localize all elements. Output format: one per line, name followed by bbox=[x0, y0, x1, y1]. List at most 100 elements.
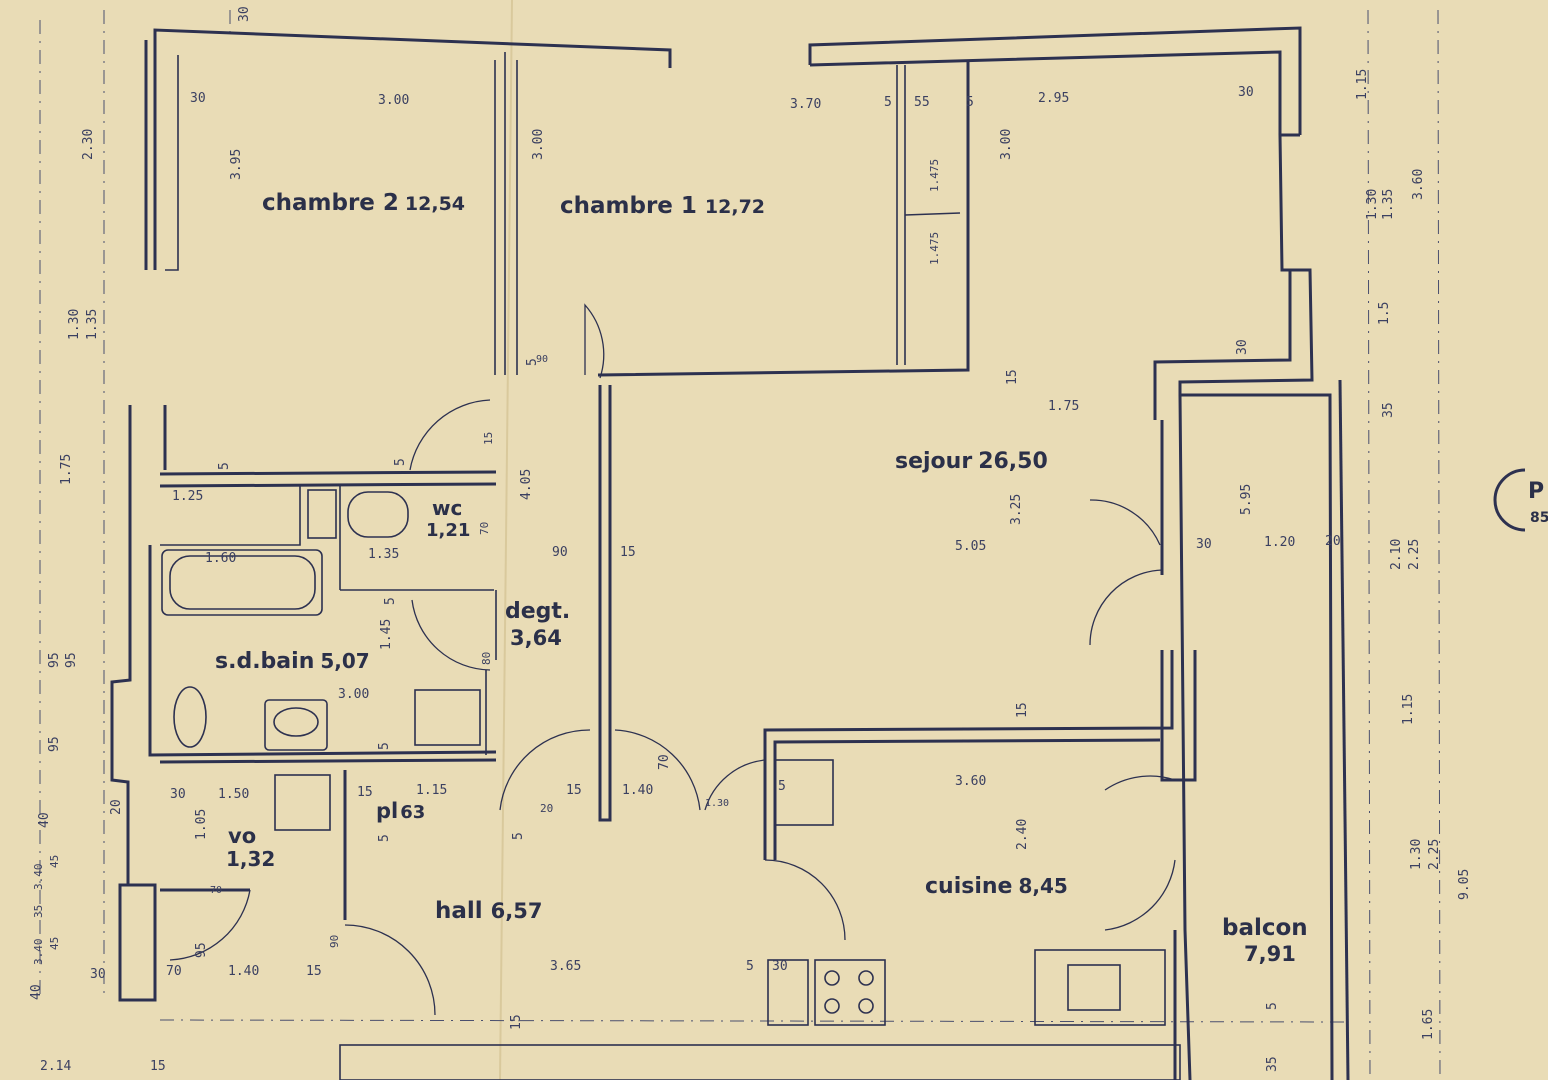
dim-label: 1.15 bbox=[1401, 694, 1416, 725]
water-heater-icon bbox=[274, 774, 331, 831]
dim-label: 5 bbox=[778, 779, 786, 794]
bidet-icon bbox=[173, 686, 207, 748]
room-vo-name: vo bbox=[228, 824, 256, 848]
kitchen-sink-icon bbox=[1034, 949, 1166, 1026]
dim-label: 5 bbox=[377, 742, 392, 750]
dim-label: 1.25 bbox=[172, 489, 203, 504]
dim-label: 3.00 bbox=[378, 93, 409, 108]
room-wc-area: 1,21 bbox=[426, 520, 470, 541]
dimension-lines bbox=[39, 9, 1441, 1080]
dim-label: 1.40 bbox=[622, 783, 653, 798]
dim-label: 3.25 bbox=[1009, 494, 1024, 525]
door-swings bbox=[169, 303, 1176, 1016]
dim-label: 70 bbox=[478, 522, 491, 535]
dim-label: 90 bbox=[552, 545, 568, 560]
dim-label: 40 bbox=[29, 984, 44, 1000]
dim-label: 45 bbox=[48, 937, 61, 950]
dim-label: 15 bbox=[482, 432, 495, 445]
fridge-icon bbox=[774, 759, 834, 826]
dim-label: 3.70 bbox=[790, 97, 821, 112]
dim-label: 2.14 bbox=[40, 1059, 71, 1074]
room-degt-name: degt. bbox=[505, 599, 570, 624]
dim-label: 15 bbox=[620, 545, 636, 560]
dim-label: 3.40 bbox=[32, 864, 45, 891]
dim-label: 95 bbox=[194, 942, 209, 958]
room-hall-area: 6,57 bbox=[491, 899, 543, 923]
svg-text:chambre 212,54: chambre 212,54 bbox=[262, 190, 465, 216]
dim-label: 30 bbox=[1235, 339, 1250, 355]
dim-label: 2.30 bbox=[81, 129, 96, 160]
dim-label: 30 bbox=[90, 967, 106, 982]
dim-label: 70 bbox=[210, 885, 222, 896]
dim-label: 5 bbox=[217, 462, 232, 470]
toilet-icon bbox=[347, 491, 409, 538]
dim-label: 2.25 bbox=[1407, 539, 1422, 570]
dim-label: 3.60 bbox=[1411, 169, 1426, 200]
dim-label: 35 bbox=[1381, 402, 1396, 418]
dim-label: 1.30 bbox=[1409, 839, 1424, 870]
dim-label: 3.40 bbox=[32, 939, 45, 966]
dim-label: 1.20 bbox=[1264, 535, 1295, 550]
dim-label: 5 bbox=[884, 95, 892, 110]
dim-label: 2.10 bbox=[1389, 539, 1404, 570]
dim-label: 90 bbox=[536, 354, 548, 365]
dim-label: 45 bbox=[48, 855, 61, 868]
sink-small-icon bbox=[307, 489, 337, 539]
dim-label: 95 bbox=[47, 652, 62, 668]
dim-label: 3.60 bbox=[955, 774, 986, 789]
dim-label: 5 bbox=[377, 834, 392, 842]
dim-label: 95 bbox=[47, 736, 62, 752]
dim-label: 1.475 bbox=[928, 159, 941, 192]
room-chambre2-area: 12,54 bbox=[405, 193, 465, 215]
dim-label: 5 bbox=[511, 832, 526, 840]
dim-label: 20 bbox=[1325, 534, 1341, 549]
dim-label: 1.35 bbox=[368, 547, 399, 562]
room-sdbain-area: 5,07 bbox=[320, 649, 369, 673]
dim-label: 40 bbox=[37, 812, 52, 828]
dim-label: 80 bbox=[480, 652, 493, 665]
room-balcon-area: 7,91 bbox=[1244, 942, 1296, 966]
paper-fold bbox=[499, 0, 513, 1080]
room-sejour-name: sejour bbox=[895, 449, 972, 474]
dim-label: 1.45 bbox=[379, 619, 394, 650]
dim-label: 55 bbox=[914, 95, 930, 110]
dim-label: 2.40 bbox=[1015, 819, 1030, 850]
room-sejour-area: 26,50 bbox=[978, 449, 1048, 474]
svg-text:chambre 112,72: chambre 112,72 bbox=[560, 193, 765, 219]
dim-label: 70 bbox=[657, 754, 672, 770]
room-chambre1-area: 12,72 bbox=[705, 196, 765, 218]
room-cuisine-area: 8,45 bbox=[1018, 874, 1067, 898]
dim-label: 30 bbox=[772, 959, 788, 974]
edge-label-line1: P bbox=[1528, 479, 1544, 504]
dim-label: 35 bbox=[32, 905, 45, 918]
dim-label: 30 bbox=[1196, 537, 1212, 552]
dim-label: 5 bbox=[746, 959, 754, 974]
room-balcon-name: balcon bbox=[1222, 915, 1308, 941]
room-cuisine-name: cuisine bbox=[925, 874, 1012, 899]
dim-label: 1.30 bbox=[1365, 189, 1380, 220]
dim-label: 15 bbox=[1005, 369, 1020, 385]
dim-label: 5 bbox=[383, 597, 398, 605]
fixtures bbox=[161, 468, 1526, 1080]
dim-label: 9.05 bbox=[1457, 869, 1472, 900]
dim-label: 20 bbox=[540, 802, 553, 815]
dim-label: 15 bbox=[1015, 702, 1030, 718]
dim-label: 1.30 bbox=[705, 798, 729, 809]
dim-label: 5 bbox=[1265, 1002, 1280, 1010]
dim-label: 70 bbox=[166, 964, 182, 979]
dim-label: 3.95 bbox=[229, 149, 244, 180]
dim-label: 2.95 bbox=[1038, 91, 1069, 106]
edge-circle bbox=[1493, 468, 1526, 532]
room-hall-name: hall bbox=[435, 898, 483, 924]
room-sdbain-name: s.d.bain bbox=[215, 649, 314, 674]
room-wc-name: wc bbox=[432, 496, 462, 520]
dim-label: 1.15 bbox=[416, 783, 447, 798]
room-pl-name: pl bbox=[376, 799, 398, 823]
dim-label: 1.35 bbox=[85, 309, 100, 340]
dimension-labels: 30 3.00 3.70 5 55 5 2.95 30 1.75 1.25 1.… bbox=[40, 85, 1341, 1074]
washer-icon bbox=[767, 959, 809, 1026]
